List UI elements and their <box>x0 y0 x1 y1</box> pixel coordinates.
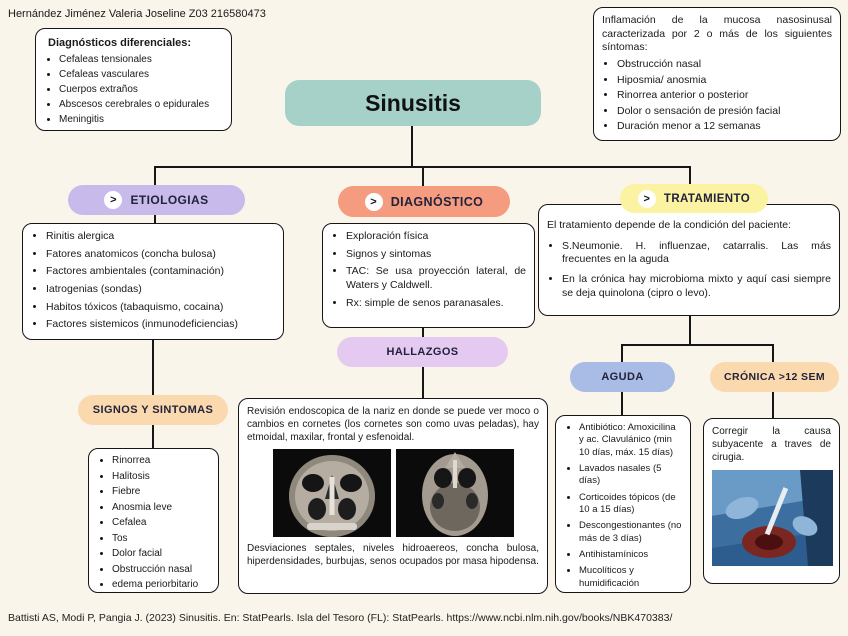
list-item: Lavados nasales (5 días) <box>579 463 682 488</box>
list-item: Cefalea <box>112 517 210 530</box>
list-item: Rx: simple de senos paranasales. <box>346 297 526 311</box>
connector-line <box>152 339 154 396</box>
tratamiento-label: TRATAMIENTO <box>663 192 751 205</box>
connector-line <box>772 391 774 420</box>
list-item: edema periorbitario <box>112 579 210 592</box>
etiologias-node: > ETIOLOGIAS <box>68 185 245 215</box>
list-item: Descongestionantes (no más de 3 días) <box>579 520 682 545</box>
definition-intro: Inflamación de la mucosa nasosinusal car… <box>602 14 832 54</box>
etiologias-list: Rinitis alergica Fatores anatomicos (con… <box>31 230 275 332</box>
aguda-box: Antibiótico: Amoxicilina y ac. Clavuláni… <box>555 415 691 593</box>
ct-axial-image <box>395 449 514 537</box>
aguda-label: AGUDA <box>601 371 644 383</box>
chevron-right-icon: > <box>104 191 123 209</box>
list-item: Obstrucción nasal <box>617 58 832 72</box>
list-item: Mucolíticos y humidificación <box>579 565 682 590</box>
list-item: Tos <box>112 533 210 546</box>
definition-list: Obstrucción nasal Hiposmia/ anosmia Rino… <box>602 58 832 134</box>
list-item: Fatores anatomicos (concha bulosa) <box>46 248 275 262</box>
etiologias-label: ETIOLOGIAS <box>130 193 209 207</box>
hallazgos-label: HALLAZGOS <box>386 346 459 358</box>
chevron-right-icon: > <box>637 189 656 208</box>
tratamiento-node: > TRATAMIENTO <box>620 184 768 213</box>
diagnostico-label: DIAGNÓSTICO <box>390 194 484 209</box>
chevron-right-icon: > <box>364 192 383 211</box>
hallazgos-text-bottom: Desviaciones septales, niveles hidroaere… <box>247 543 539 567</box>
connector-line <box>772 344 774 364</box>
list-item: Duración menor a 12 semanas <box>617 120 832 134</box>
list-item: Halitosis <box>112 471 210 484</box>
list-item: Cefaleas tensionales <box>59 53 223 66</box>
cronica-box: Corregir la causa subyacente a traves de… <box>703 418 840 584</box>
hallazgos-node: HALLAZGOS <box>337 337 508 367</box>
differential-list: Cefaleas tensionales Cefaleas vasculares… <box>44 53 223 126</box>
etiologias-box: Rinitis alergica Fatores anatomicos (con… <box>22 223 284 340</box>
aguda-list: Antibiótico: Amoxicilina y ac. Clavuláni… <box>564 422 682 590</box>
connector-line <box>154 213 156 225</box>
list-item: Meningitis <box>59 113 223 126</box>
signos-sintomas-box: Rinorrea Halitosis Fiebre Anosmia leve C… <box>88 448 219 593</box>
list-item: Factores ambientales (contaminación) <box>46 265 275 279</box>
list-item: Dolor facial <box>112 548 210 561</box>
signos-label: SIGNOS Y SINTOMAS <box>92 404 214 416</box>
list-item: En la crónica hay microbioma mixto y aqu… <box>562 273 831 300</box>
list-item: S.Neumonie. H. influenzae, catarralis. L… <box>562 240 831 267</box>
diagnostico-list: Exploración física Signos y sintomas TAC… <box>331 230 526 310</box>
list-item: Anosmia leve <box>112 502 210 515</box>
hallazgos-text-top: Revisión endoscopica de la nariz en dond… <box>247 406 539 443</box>
connector-line <box>689 315 691 346</box>
list-item: Signos y sintomas <box>346 248 526 262</box>
definition-box: Inflamación de la mucosa nasosinusal car… <box>593 7 841 141</box>
list-item: Fiebre <box>112 486 210 499</box>
list-item: Hiposmia/ anosmia <box>617 74 832 88</box>
page-title: Sinusitis <box>365 89 461 116</box>
cronica-label: CRÓNICA >12 SEM <box>723 371 825 383</box>
list-item: Rinitis alergica <box>46 230 275 244</box>
hallazgos-box: Revisión endoscopica de la nariz en dond… <box>238 398 548 594</box>
connector-line <box>621 344 623 364</box>
connector-line <box>621 344 774 346</box>
tratamiento-intro: El tratamiento depende de la condición d… <box>547 219 792 231</box>
connector-line <box>411 126 413 168</box>
connector-line <box>152 424 154 450</box>
list-item: Factores sistemicos (inmunodeficiencias) <box>46 318 275 332</box>
list-item: Rinorrea anterior o posterior <box>617 89 832 103</box>
citation: Battisti AS, Modi P, Pangia J. (2023) Si… <box>8 612 673 624</box>
tratamiento-list: S.Neumonie. H. influenzae, catarralis. L… <box>547 240 831 301</box>
list-item: Habitos tóxicos (tabaquismo, cocaina) <box>46 301 275 315</box>
list-item: Exploración física <box>346 230 526 244</box>
surgery-photo <box>712 470 833 566</box>
aguda-node: AGUDA <box>570 362 675 392</box>
list-item: Cefaleas vasculares <box>59 68 223 81</box>
connector-line <box>689 166 691 186</box>
differential-diagnosis-box: Diagnósticos diferenciales: Cefaleas ten… <box>35 28 232 131</box>
student-name: Hernández Jiménez Valeria Joseline Z03 2… <box>8 8 266 20</box>
connector-line <box>422 327 424 339</box>
connector-line <box>621 391 623 417</box>
differential-title: Diagnósticos diferenciales: <box>48 37 192 49</box>
signos-list: Rinorrea Halitosis Fiebre Anosmia leve C… <box>97 455 210 592</box>
diagnostico-node: > DIAGNÓSTICO <box>338 186 510 217</box>
list-item: Antihistamínicos <box>579 549 682 561</box>
cronica-text: Corregir la causa subyacente a traves de… <box>712 426 831 463</box>
tratamiento-box: El tratamiento depende de la condición d… <box>538 204 840 316</box>
list-item: Obstrucción nasal <box>112 564 210 577</box>
ct-images-row <box>247 449 539 537</box>
cronica-node: CRÓNICA >12 SEM <box>710 362 839 392</box>
diagnostico-box: Exploración física Signos y sintomas TAC… <box>322 223 535 328</box>
list-item: Abscesos cerebrales o epidurales <box>59 98 223 111</box>
ct-coronal-image <box>272 449 391 537</box>
list-item: TAC: Se usa proyección lateral, de Water… <box>346 265 526 292</box>
list-item: Dolor o sensación de presión facial <box>617 105 832 119</box>
main-title-node: Sinusitis <box>285 80 541 126</box>
list-item: Rinorrea <box>112 455 210 468</box>
list-item: Cuerpos extraños <box>59 83 223 96</box>
signos-sintomas-node: SIGNOS Y SINTOMAS <box>78 395 228 425</box>
list-item: Corticoides tópicos (de 10 a 15 días) <box>579 492 682 517</box>
connector-line <box>422 166 424 188</box>
list-item: Iatrogenias (sondas) <box>46 283 275 297</box>
connector-line <box>422 366 424 400</box>
connector-line <box>154 166 156 187</box>
list-item: Antibiótico: Amoxicilina y ac. Clavuláni… <box>579 422 682 459</box>
